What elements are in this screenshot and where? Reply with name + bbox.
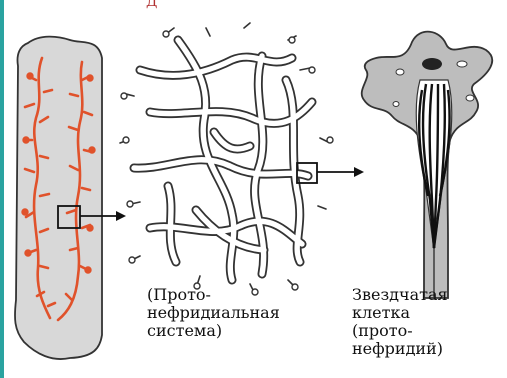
flatworm-body [15,37,102,359]
tubule-network [120,23,333,295]
caption-flame-cell: Звездчатая клетка (прото- нефридий) [352,286,502,358]
arrow-system-to-cell [317,167,364,177]
flame-cell [362,32,493,298]
caption-protonephridial-system: (Прото- нефридиальная система) [147,286,317,340]
